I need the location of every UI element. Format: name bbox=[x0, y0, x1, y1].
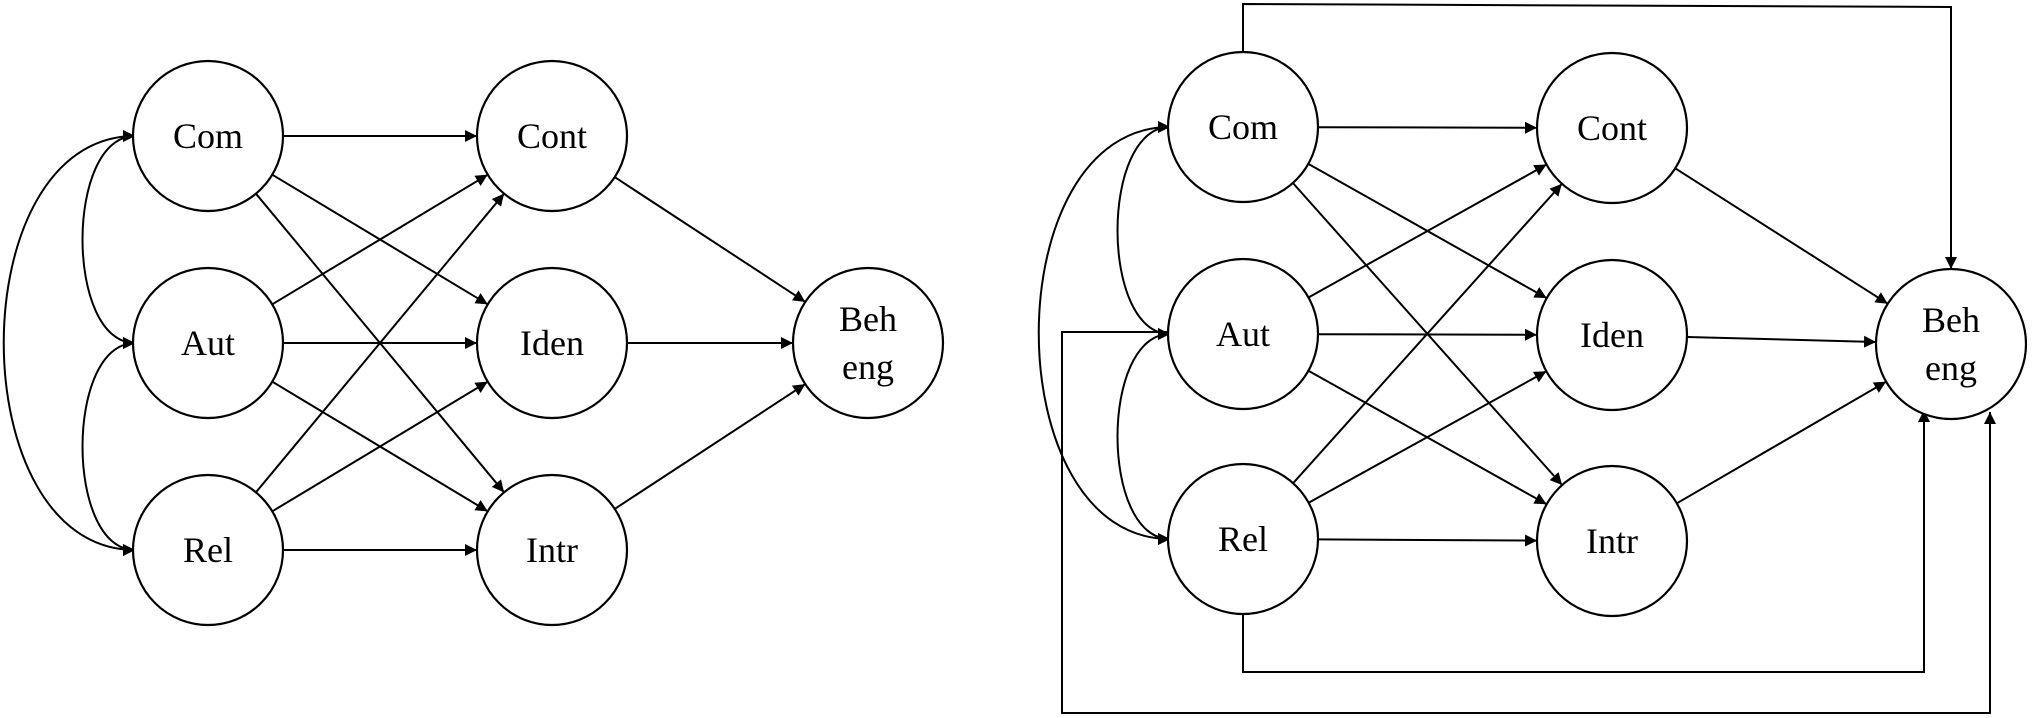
edge-intr-beh bbox=[614, 383, 806, 510]
model-b-node-iden: Iden bbox=[1535, 258, 1689, 412]
node-label-line-1: Beh bbox=[839, 299, 897, 339]
correlation-com-rel bbox=[2, 130, 136, 556]
node-label-line-1: Beh bbox=[1922, 300, 1980, 340]
correlation-aut-rel bbox=[81, 337, 136, 556]
node-label: Cont bbox=[1577, 108, 1647, 148]
model-b-node-intr: Intr bbox=[1535, 464, 1689, 618]
model-b-edges bbox=[1292, 121, 1889, 547]
node-label: Iden bbox=[1580, 315, 1644, 355]
model-b-node-rel: Rel bbox=[1166, 462, 1320, 616]
node-label: Rel bbox=[183, 530, 233, 570]
model-b-node-aut: Aut bbox=[1166, 257, 1320, 411]
edge-cont-beh bbox=[1674, 167, 1889, 305]
edge-rel-intr bbox=[1317, 534, 1538, 547]
model-a-node-aut: Aut bbox=[131, 266, 285, 420]
model-a-diagram: Com Aut Rel Cont Iden Intr Beh eng bbox=[2, 59, 945, 627]
model-a-node-iden: Iden bbox=[475, 266, 629, 420]
node-label: Cont bbox=[517, 116, 587, 156]
model-a-node-rel: Rel bbox=[131, 473, 285, 627]
model-b-correlations bbox=[1037, 121, 1171, 545]
edge-rel-iden bbox=[1308, 370, 1547, 504]
edge-intr-beh bbox=[1676, 380, 1887, 505]
correlation-com-aut bbox=[1116, 121, 1171, 340]
model-b-node-cont: Cont bbox=[1535, 51, 1689, 205]
model-a-edges bbox=[255, 130, 806, 556]
model-a-node-cont: Cont bbox=[475, 59, 629, 213]
correlation-com-rel bbox=[1037, 121, 1171, 545]
node-label: Intr bbox=[1586, 521, 1638, 561]
node-label-line-2: eng bbox=[1925, 348, 1977, 388]
direct-path-aut-beh bbox=[1061, 331, 1996, 714]
edge-rel-iden bbox=[271, 380, 489, 513]
node-label: Com bbox=[173, 116, 243, 156]
edge-aut-cont bbox=[271, 173, 489, 306]
node-label: Aut bbox=[1216, 314, 1270, 354]
edge-rel-cont bbox=[1292, 183, 1563, 484]
edge-iden-beh bbox=[1686, 335, 1877, 348]
model-b-nodes: Com Aut Rel Cont Iden Intr Beh eng bbox=[1166, 50, 2028, 618]
model-a-node-com: Com bbox=[131, 59, 285, 213]
correlation-aut-rel bbox=[1116, 328, 1171, 545]
node-label: Aut bbox=[181, 323, 235, 363]
model-b-diagram: Com Aut Rel Cont Iden Intr Beh eng bbox=[1037, 2, 2028, 714]
node-label: Rel bbox=[1218, 519, 1268, 559]
model-a-node-beh: Beh eng bbox=[791, 266, 945, 420]
model-a-node-intr: Intr bbox=[475, 473, 629, 627]
model-a-nodes: Com Aut Rel Cont Iden Intr Beh eng bbox=[131, 59, 945, 627]
model-b-direct-paths bbox=[1061, 2, 1996, 714]
direct-path-rel-beh bbox=[1242, 410, 1930, 673]
node-label: Intr bbox=[526, 530, 578, 570]
edge-cont-beh bbox=[614, 176, 806, 303]
model-a-correlations bbox=[2, 130, 136, 556]
node-label: Com bbox=[1208, 107, 1278, 147]
edge-aut-cont bbox=[1307, 163, 1548, 299]
edge-com-cont bbox=[1317, 121, 1538, 134]
node-label: Iden bbox=[520, 323, 584, 363]
direct-path-com-beh bbox=[1242, 2, 1957, 269]
node-label-line-2: eng bbox=[842, 347, 894, 387]
edge-rel-cont bbox=[255, 193, 505, 493]
model-b-node-com: Com bbox=[1166, 50, 1320, 204]
correlation-com-aut bbox=[81, 130, 136, 349]
model-b-node-beh: Beh eng bbox=[1874, 267, 2028, 421]
